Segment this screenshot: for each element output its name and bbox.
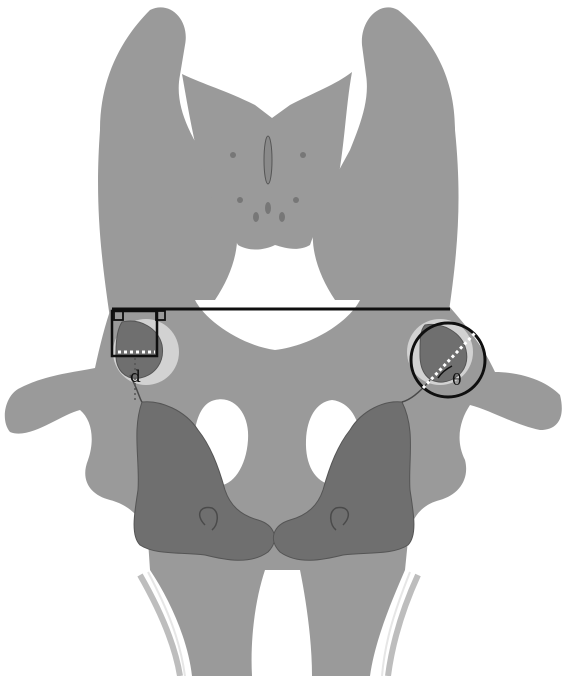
- sacral-median-crest: [264, 136, 272, 184]
- sacral-foramen: [300, 152, 306, 158]
- angle-label: θ: [452, 370, 462, 389]
- distance-label: d: [130, 367, 141, 387]
- sacral-foramen: [237, 197, 243, 203]
- sacral-foramen: [265, 202, 271, 214]
- sacral-foramen: [230, 152, 236, 158]
- sacral-foramen: [293, 197, 299, 203]
- sacral-foramen: [279, 212, 285, 222]
- sacral-foramen: [253, 212, 259, 222]
